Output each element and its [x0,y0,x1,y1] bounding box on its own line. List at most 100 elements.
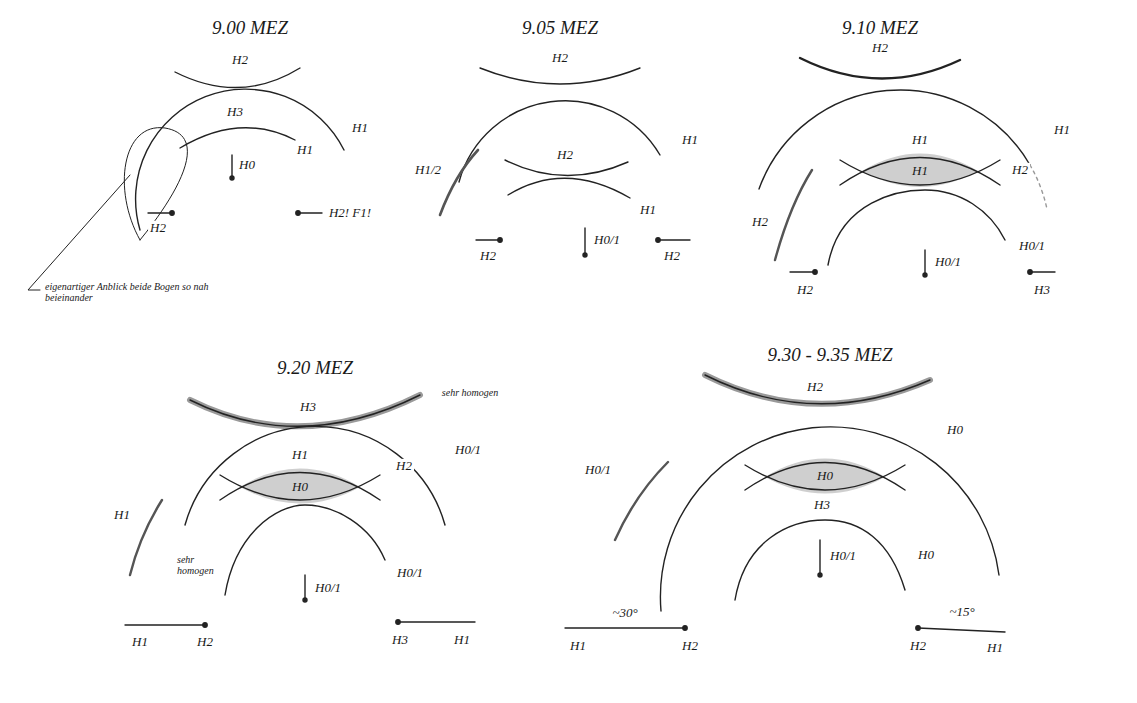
halo-label: H1/2 [413,163,443,177]
halo-label: H3 [225,105,245,119]
halo-label: H2 [750,215,770,229]
upper-tangent-arc [800,58,960,79]
halo-label: H1 [910,164,930,178]
halo-label: H2 [230,53,250,67]
halo-fragment [130,500,162,575]
sun-pillar [924,250,925,275]
lens-shading [765,459,885,494]
halo-fragment [440,150,478,215]
halo-label: ~15° [947,605,976,619]
halo-22-arc [660,427,999,611]
halo-label: H2 [680,639,700,653]
halo-label: H0/1 [933,255,963,269]
parhelion-dot [396,620,400,624]
upper-tangent-band [190,395,420,426]
parhelion-right [1030,271,1055,272]
halo-label: H1 [1052,123,1072,137]
upper-tangent-arc [190,395,420,426]
halo-label: H2 [908,639,928,653]
parhelion-dot [683,626,687,630]
halo-label: H1 [910,133,930,147]
halo-label: H2 [662,249,682,263]
halo-label: H1 [638,203,658,217]
time-heading: 9.30 - 9.35 MEZ [765,345,894,366]
upper-tangent-arc [175,68,300,88]
parhelion-dot [203,623,207,627]
halo-label: H2 [870,41,890,55]
parhelion-dot [813,270,817,274]
lens-shading [862,154,978,188]
halo-label: H0/1 [1017,239,1047,253]
sun-pillar [584,228,585,255]
note-leader [28,175,130,290]
halo-label: H0/1 [828,549,858,563]
halo-label: H2 [555,148,575,162]
upper-tangent-band [705,375,930,404]
parhelion-left [790,271,815,272]
halo-label: H0/1 [395,566,425,580]
lower-tangent-arc [840,158,1000,186]
sun-pillar [231,155,232,178]
parhelion-right [918,628,1005,632]
halo-22-arc [759,90,1030,189]
parhelion-left [148,212,172,213]
parhelion-dot [498,238,502,242]
sketch-note: eigenartiger Anblick beide Bogen so nah … [43,281,227,303]
parhelion-left [565,627,685,628]
sun [818,573,822,577]
halo-label: H3 [1032,283,1052,297]
lower-tangent-arc [505,160,628,176]
panel-905 [440,68,690,257]
sun [303,598,307,602]
halo-label: ~30° [610,606,639,620]
halo-label: H2 [805,380,825,394]
halo-fragment [615,462,668,540]
halo-faint [1030,165,1047,209]
halo-label: H0/1 [583,463,613,477]
sun [583,253,587,257]
lens-shading [240,469,360,504]
halo-label: H1 [350,121,370,135]
sketch-note: sehr homogen [440,387,500,398]
halo-label: H1 [452,633,472,647]
halo-label: H2 [795,283,815,297]
parhelion-right [298,212,322,213]
halo-label: H3 [298,400,318,414]
upper-tangent-arc [480,68,640,84]
parhelion-dot [296,211,300,215]
parhelion-left [125,624,205,625]
halo-label: H1 [112,508,132,522]
loop-sketch [124,128,187,240]
parhelion-dot [1028,270,1032,274]
parhelion-dot [916,626,920,630]
time-heading: 9.10 MEZ [840,18,920,39]
halo-22-arc [185,426,445,525]
lower-tangent-arc [220,473,380,501]
halo-label: H1 [568,639,588,653]
halo-label: H1 [985,641,1005,655]
halo-label: H0 [916,548,936,562]
halo-label: H2 [148,221,168,235]
halo-label: H1 [290,448,310,462]
halo-22-arc [136,89,344,230]
parhelion-right [398,621,475,622]
panel-900 [28,68,344,290]
halo-fragment [775,170,812,260]
halo-label: H0/1 [453,443,483,457]
halo-22-arc [459,101,660,182]
halo-label: H1 [295,143,315,157]
time-heading: 9.00 MEZ [210,18,290,39]
inner-arc [828,190,1005,265]
lower-tangent-arc [508,178,630,198]
halo-label: H0 [237,158,257,172]
sun-pillar [819,540,820,575]
panel-930 [565,375,1005,632]
parhelion-left [476,239,500,240]
upper-tangent-arc [705,375,930,404]
lower-tangent-arc [840,160,1000,185]
halo-label: H1 [130,635,150,649]
halo-label: H2 [550,51,570,65]
lower-tangent-arc [745,463,905,491]
